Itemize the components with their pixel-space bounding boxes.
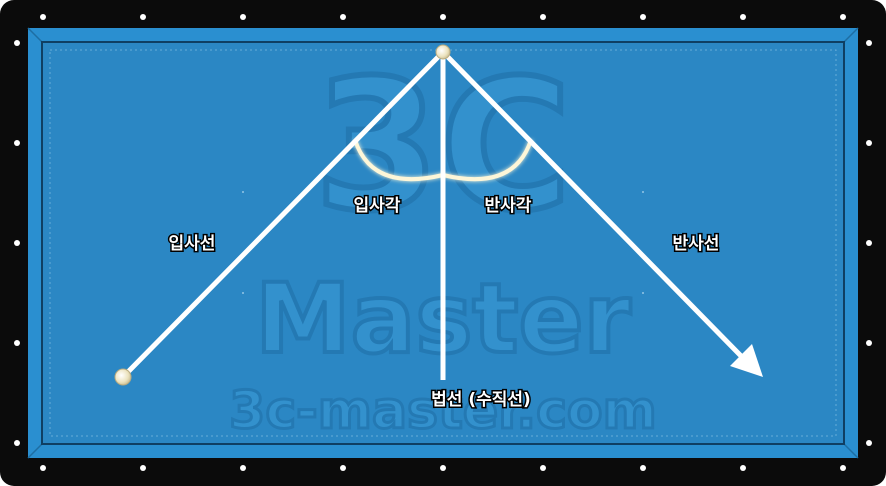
diamond-dot (340, 14, 346, 20)
diamond-dot (640, 14, 646, 20)
diamond-dot (240, 14, 246, 20)
reflection-angle-arc (442, 139, 533, 182)
incidence-line (120, 49, 446, 380)
incidence-line-label: 입사선 (169, 234, 216, 254)
diamond-dot (866, 140, 872, 146)
rail-diamonds (14, 14, 872, 471)
diamond-dot (866, 40, 872, 46)
diamond-dot (40, 14, 46, 20)
diamond-dot (40, 465, 46, 471)
reflection-arrowhead (730, 344, 763, 377)
diamond-dot (840, 465, 846, 471)
cushion-corner-bl (27, 443, 43, 459)
diamond-dot (740, 465, 746, 471)
diamond-dot (240, 465, 246, 471)
reflection-line-label: 반사선 (673, 234, 720, 254)
incidence-angle-arc (353, 139, 444, 182)
diamond-dot (866, 340, 872, 346)
diamond-dot (14, 40, 20, 46)
cloth-inner-border (49, 49, 837, 437)
cushion-corner-br (843, 443, 859, 459)
diamond-dot (740, 14, 746, 20)
cloth-spots (242, 191, 644, 294)
reflection-line (440, 49, 746, 361)
diamond-dot (440, 14, 446, 20)
normal-line-label: 법선 (수직선) (431, 390, 531, 410)
watermark-site: 3c-master.com (229, 381, 657, 441)
diamond-dot (14, 140, 20, 146)
diamond-dot (140, 14, 146, 20)
diamond-dot (14, 340, 20, 346)
incidence-angle-label: 입사각 (354, 196, 401, 216)
diamond-dot (540, 465, 546, 471)
reflection-angle-label: 반사각 (485, 196, 532, 216)
cue-ball (114, 368, 132, 386)
diamond-dot (866, 240, 872, 246)
diamond-dot (640, 465, 646, 471)
contact-point-ball (435, 44, 451, 60)
cushion-corner-tr (843, 27, 859, 43)
diamond-dot (14, 240, 20, 246)
diamond-dot (14, 440, 20, 446)
diamond-dot (540, 14, 546, 20)
diamond-dot (440, 465, 446, 471)
diamond-dot (866, 440, 872, 446)
diamond-dot (140, 465, 146, 471)
diamond-dot (840, 14, 846, 20)
cushion-corner-tl (27, 27, 43, 43)
diamond-dot (340, 465, 346, 471)
